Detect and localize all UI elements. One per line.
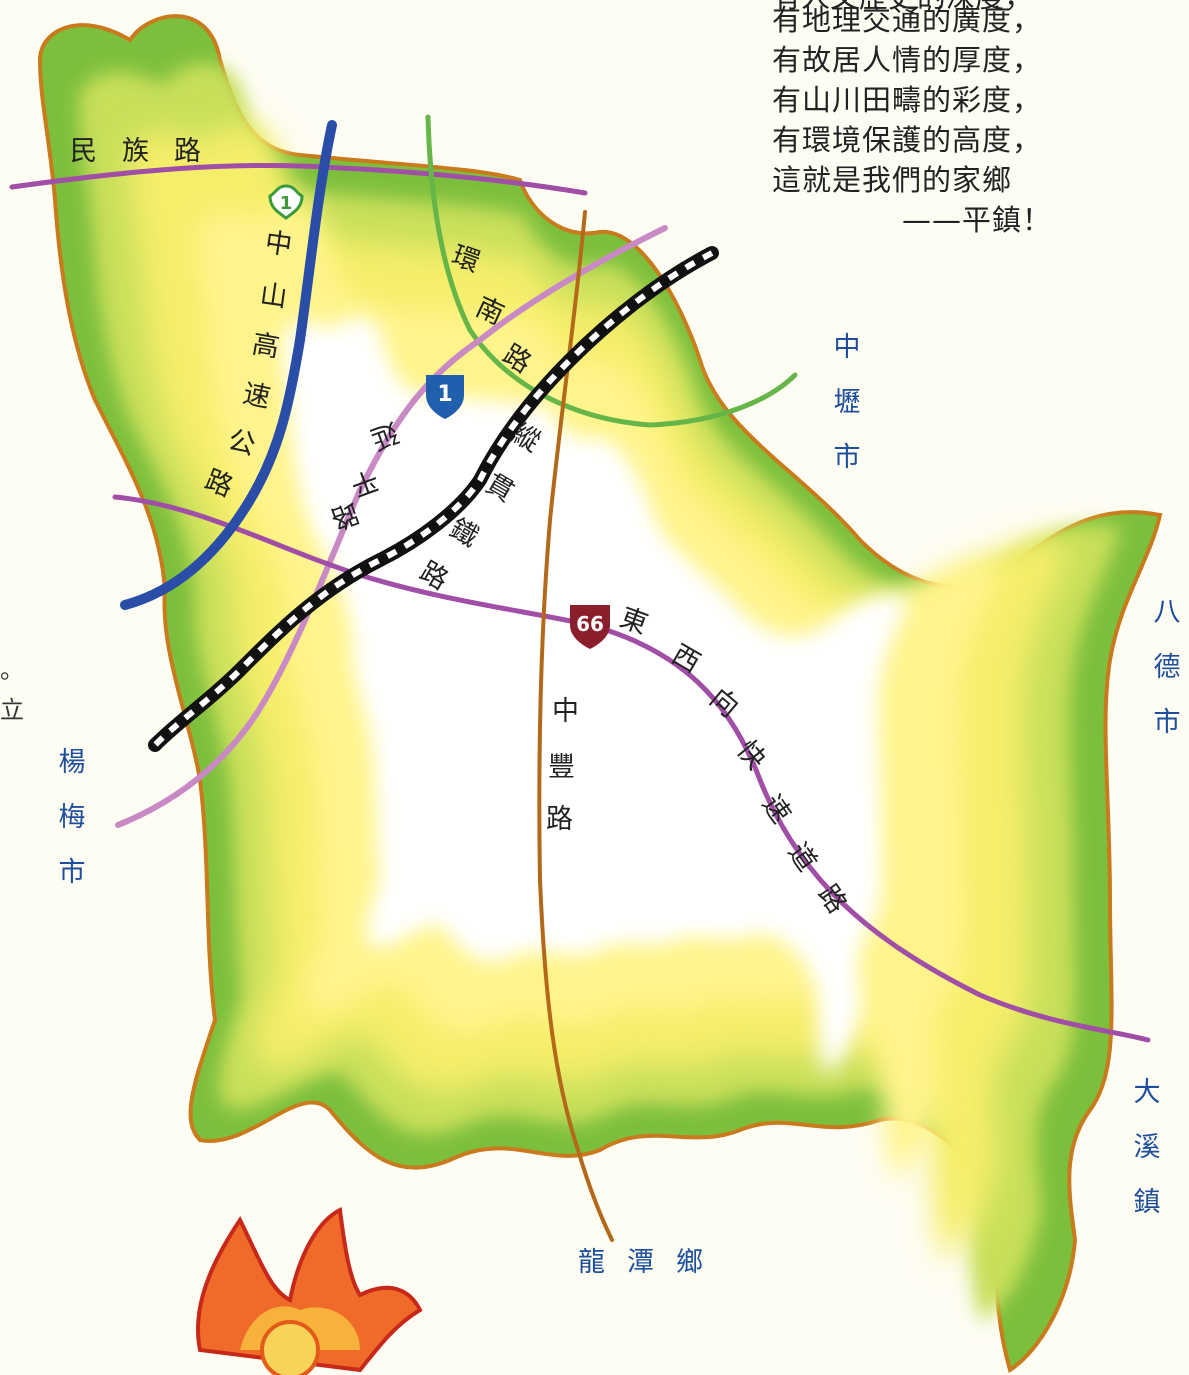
neighbor-yangmei: 楊梅市 bbox=[58, 747, 86, 888]
poem-line: 有地理交通的廣度， bbox=[772, 3, 1043, 37]
poem-line: 有故居人情的厚度， bbox=[772, 43, 1043, 77]
flower-illustration bbox=[196, 1206, 423, 1375]
poem-line: 有環境保護的高度， bbox=[772, 123, 1043, 157]
neighbor-bade: 八德市 bbox=[1153, 597, 1181, 738]
svg-text:中: 中 bbox=[552, 696, 579, 727]
expressway-shield-66: 66 bbox=[570, 605, 610, 649]
provincial-shield-number: 1 bbox=[437, 382, 452, 407]
neighbor-zhongli: 中壢市 bbox=[833, 332, 861, 473]
neighbor-daxi: 大溪鎮 bbox=[1133, 1077, 1161, 1218]
zhongshan-freeway-line bbox=[120, 120, 337, 610]
poem-clipped-line: 有人文歷史的深度， bbox=[772, 0, 1033, 16]
svg-text:路: 路 bbox=[174, 136, 201, 167]
dongxi-expressway-line bbox=[112, 494, 1151, 1043]
freeway-shield-1: 1 bbox=[268, 184, 304, 220]
zhongfeng-road-line bbox=[537, 210, 614, 1242]
minzu-road-label: 民 族 路 bbox=[70, 136, 201, 167]
neighbor-longtan: 龍潭鄉 bbox=[578, 1247, 725, 1278]
svg-text:豐: 豐 bbox=[548, 752, 575, 783]
svg-text:速: 速 bbox=[240, 378, 273, 414]
freeway-shield-number: 1 bbox=[280, 193, 293, 214]
svg-text:高: 高 bbox=[250, 329, 282, 364]
poem: 有地理交通的廣度， 有故居人情的厚度， 有山川田疇的彩度， 有環境保護的高度， … bbox=[772, 0, 1072, 240]
poem-line: 這就是我們的家鄉 bbox=[772, 163, 1013, 197]
edge-character: 立 bbox=[0, 696, 24, 724]
zongguan-railway-line bbox=[148, 246, 719, 752]
svg-text:民: 民 bbox=[70, 136, 97, 167]
poem-signature: ——平鎮！ bbox=[901, 203, 1052, 237]
yanping-road-line bbox=[115, 225, 668, 828]
poem-line: 有山川田疇的彩度， bbox=[772, 83, 1043, 117]
svg-text:山: 山 bbox=[258, 279, 289, 313]
provincial-shield-1: 1 bbox=[426, 375, 464, 419]
expressway-shield-number: 66 bbox=[576, 612, 604, 636]
svg-text:中: 中 bbox=[263, 227, 294, 261]
zhongfeng-road-label: 中 豐 路 bbox=[546, 696, 579, 835]
svg-text:族: 族 bbox=[122, 136, 149, 167]
edge-punctuation: 。 bbox=[0, 656, 24, 684]
svg-text:路: 路 bbox=[546, 804, 573, 835]
minzu-road-line bbox=[9, 162, 588, 196]
